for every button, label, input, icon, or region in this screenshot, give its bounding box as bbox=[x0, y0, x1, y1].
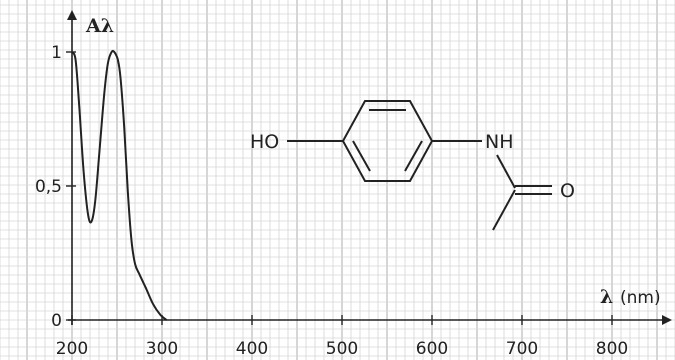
ring-inner-bond-2 bbox=[404, 140, 423, 172]
data-point bbox=[91, 220, 93, 222]
x-tick-label: 300 bbox=[146, 339, 178, 359]
data-point bbox=[87, 214, 89, 217]
data-point bbox=[103, 91, 105, 93]
y-axis-arrow bbox=[67, 10, 77, 20]
data-point bbox=[83, 172, 85, 174]
data-point bbox=[117, 59, 119, 61]
x-tick-label: 400 bbox=[236, 339, 268, 359]
paracetamol-structure bbox=[287, 100, 552, 231]
data-point bbox=[130, 239, 132, 241]
x-tick-label: 600 bbox=[416, 339, 448, 359]
y-tick-label: 0 bbox=[51, 311, 62, 331]
n-c-bond bbox=[496, 154, 516, 189]
data-point bbox=[111, 51, 113, 53]
data-point bbox=[165, 319, 168, 321]
data-point bbox=[120, 78, 122, 80]
x-axis-unit: (nm) bbox=[620, 288, 661, 308]
ticks: 200 300 400 500 600 700 800 0 0,5 1 bbox=[35, 43, 628, 359]
methyl-bond bbox=[492, 189, 516, 231]
axes bbox=[67, 10, 672, 325]
data-point bbox=[107, 62, 109, 64]
data-point bbox=[138, 273, 141, 276]
data-point bbox=[159, 314, 161, 316]
data-point bbox=[75, 59, 77, 61]
y-tick-label: 1 bbox=[51, 43, 62, 63]
hydroxyl-label: HO bbox=[250, 131, 279, 153]
x-tick-label: 700 bbox=[506, 339, 538, 359]
x-tick-label: 200 bbox=[56, 339, 88, 359]
data-point bbox=[94, 198, 96, 200]
amine-label: NH bbox=[485, 131, 514, 153]
data-point bbox=[145, 287, 147, 289]
data-point bbox=[123, 126, 125, 128]
data-point bbox=[134, 263, 136, 265]
data-point bbox=[152, 303, 154, 305]
data-point bbox=[71, 51, 73, 53]
data-point bbox=[127, 190, 129, 192]
y-tick-label: 0,5 bbox=[35, 177, 62, 197]
x-axis-arrow bbox=[662, 315, 672, 325]
x-tick-label: 500 bbox=[326, 339, 358, 359]
x-axis-label: λ bbox=[600, 286, 613, 308]
ring-inner-bond-3 bbox=[352, 140, 371, 172]
data-point bbox=[99, 145, 101, 147]
data-point bbox=[113, 51, 115, 53]
series-group bbox=[71, 49, 168, 321]
oxygen-label: O bbox=[560, 180, 575, 202]
data-point bbox=[78, 105, 80, 107]
x-tick-label: 800 bbox=[596, 339, 628, 359]
absorbance-curve bbox=[71, 49, 168, 321]
y-axis-label: Aλ bbox=[85, 15, 114, 37]
